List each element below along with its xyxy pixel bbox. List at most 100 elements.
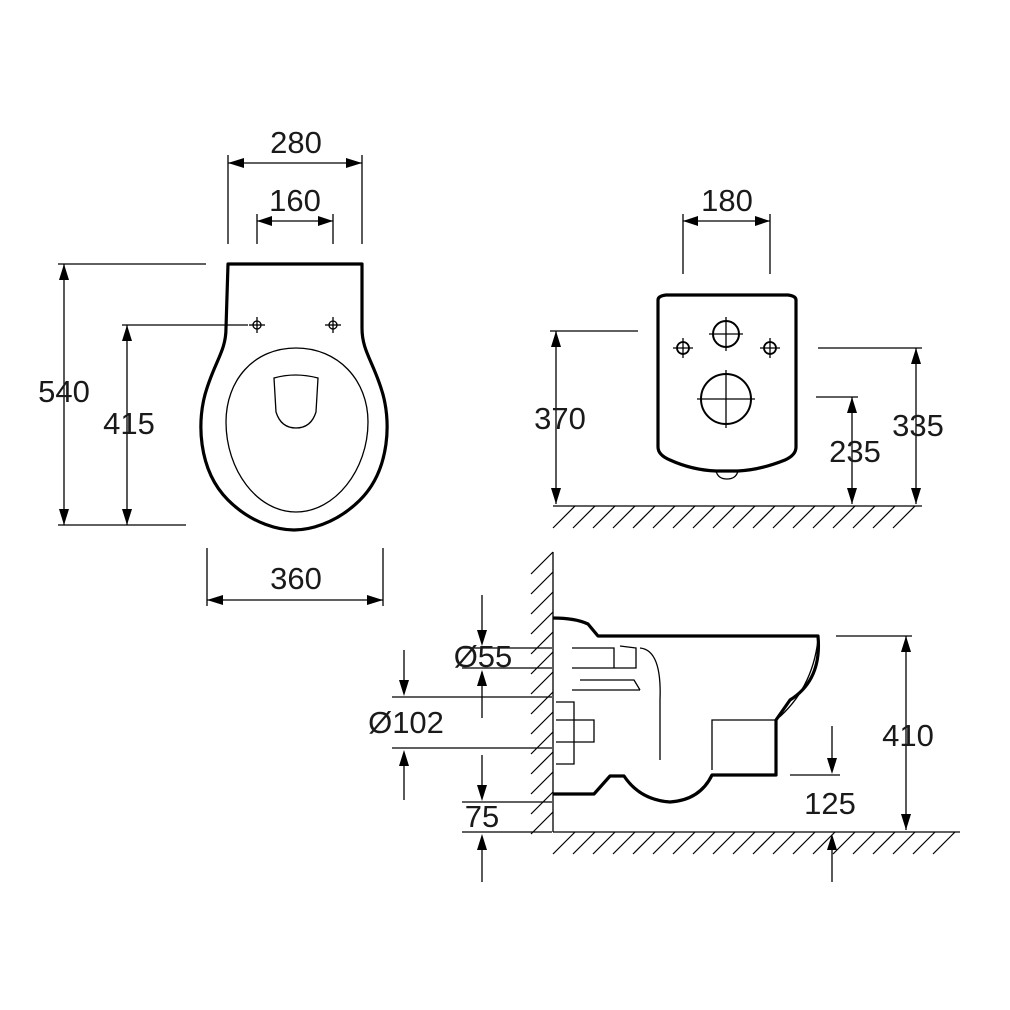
side-view-outlet-pipe [556, 701, 595, 765]
hatch-line [712, 505, 736, 529]
top-view-seat [225, 347, 369, 513]
rear-view-inlet [709, 317, 743, 351]
dim-label-415: 415 [103, 406, 155, 441]
hatch-line [652, 831, 676, 855]
hatch-line [812, 831, 836, 855]
top-view-bowl-opening [273, 374, 319, 429]
dim-label-125: 125 [804, 786, 856, 821]
hatch-line [552, 505, 576, 529]
hatch-line [530, 611, 554, 635]
hatch-line [852, 505, 876, 529]
hatch-line [732, 505, 756, 529]
dim-label-180: 180 [701, 183, 753, 218]
hatch-line [732, 831, 756, 855]
rear-view-outlet [697, 370, 755, 428]
hatch-line [792, 505, 816, 529]
rear-view-bolt-left [673, 338, 693, 358]
top-view: 280 160 540 415 [38, 125, 389, 606]
hatch-line [530, 731, 554, 755]
hatch-line [632, 831, 656, 855]
hatch-line [530, 571, 554, 595]
hatch-line [612, 505, 636, 529]
dim-top-height: 370 [534, 330, 638, 504]
hatch-line [530, 551, 554, 575]
hatch-line [692, 505, 716, 529]
dim-hole-spacing: 160 [256, 183, 334, 244]
hatch-line [530, 791, 554, 815]
hatch-line [712, 831, 736, 855]
hatch-line [752, 831, 776, 855]
dim-outlet-height: 235 [816, 396, 881, 504]
dim-label-540: 540 [38, 374, 90, 409]
hatch-line [832, 505, 856, 529]
hatch-line [530, 691, 554, 715]
hatch-line [652, 505, 676, 529]
hatch-line [692, 831, 716, 855]
side-view-outline [552, 616, 821, 804]
hatch-line [772, 831, 796, 855]
hatch-line [530, 711, 554, 735]
dim-bowl-width: 360 [206, 548, 384, 606]
hatch-line [872, 831, 896, 855]
hatch-line [752, 505, 776, 529]
hatch-line [872, 505, 896, 529]
hatch-line [530, 631, 554, 655]
hatch-line [530, 811, 554, 835]
hatch-line [932, 831, 956, 855]
hatch-line [530, 591, 554, 615]
hatch-line [832, 831, 856, 855]
hatch-line [530, 671, 554, 695]
hatch-line [572, 831, 596, 855]
dim-bowl-height: 410 [836, 635, 934, 830]
rear-view: 180 370 335 235 [534, 183, 944, 529]
dim-bottom-clearance: 125 [790, 726, 856, 882]
dim-outlet-offset: 75 [462, 755, 552, 882]
dim-bolt-spacing: 180 [682, 183, 771, 274]
hatch-line [572, 505, 596, 529]
dim-bolt-height: 335 [818, 347, 944, 504]
dim-hole-to-front: 415 [103, 324, 248, 525]
hatch-line [892, 505, 916, 529]
hatch-line [530, 751, 554, 775]
dim-label-75: 75 [465, 799, 499, 834]
rear-view-floor [552, 505, 922, 529]
dim-label-360: 360 [270, 561, 322, 596]
side-view-inner-rim [639, 647, 661, 760]
top-view-outline [199, 262, 389, 532]
side-view-inlet-pipe [572, 645, 641, 691]
dim-label-280: 280 [270, 125, 322, 160]
dim-label-d102: Ø102 [368, 705, 444, 740]
rear-view-spigot [715, 470, 739, 480]
top-view-hole-right [325, 317, 341, 333]
hatch-line [612, 831, 636, 855]
dim-label-370: 370 [534, 401, 586, 436]
hatch-line [592, 831, 616, 855]
side-view-floor [552, 831, 960, 855]
rear-view-outline [656, 293, 798, 473]
hatch-line [672, 505, 696, 529]
dim-overall-width: 280 [227, 125, 363, 244]
side-view-wall [530, 551, 554, 835]
dim-inlet-diameter: Ø55 [454, 595, 552, 718]
hatch-line [552, 831, 576, 855]
hatch-line [812, 505, 836, 529]
hatch-line [892, 831, 916, 855]
hatch-line [592, 505, 616, 529]
hatch-line [792, 831, 816, 855]
dim-label-d55: Ø55 [454, 639, 513, 674]
side-view-inner-bowl [711, 639, 819, 770]
top-view-hole-left [249, 317, 265, 333]
hatch-line [772, 505, 796, 529]
hatch-line [672, 831, 696, 855]
dim-overall-length: 540 [38, 263, 206, 526]
side-view: Ø55 Ø102 75 410 [368, 551, 960, 882]
dim-label-410: 410 [882, 718, 934, 753]
hatch-line [632, 505, 656, 529]
rear-view-bolt-right [760, 338, 780, 358]
hatch-line [530, 651, 554, 675]
dim-label-235: 235 [829, 434, 881, 469]
dim-label-335: 335 [892, 408, 944, 443]
hatch-line [530, 771, 554, 795]
hatch-line [912, 831, 936, 855]
